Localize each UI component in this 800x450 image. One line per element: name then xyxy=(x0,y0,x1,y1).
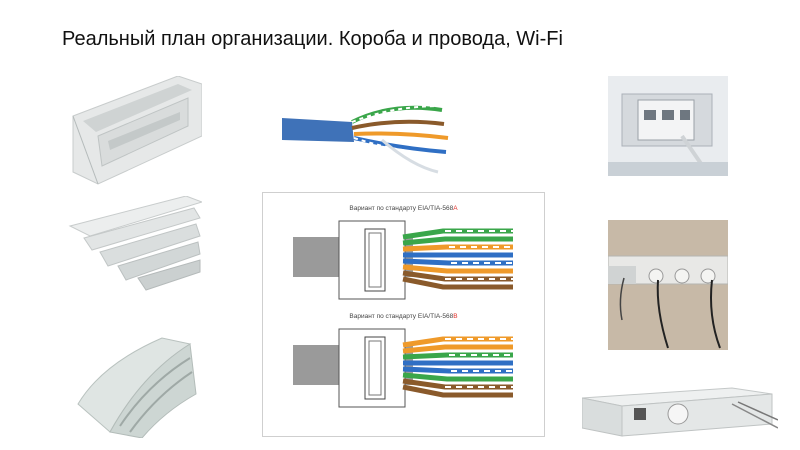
rj45-wiring-diagram: Вариант по стандарту EIA/TIA-568A Вариан… xyxy=(262,192,545,437)
standard-b-label: Вариант по стандарту EIA/TIA-568B xyxy=(349,313,458,320)
twisted-pair-cable-image xyxy=(282,92,450,178)
cable-duct-socket-module-image xyxy=(582,384,778,440)
network-socket-image xyxy=(608,76,728,176)
cable-ducts-stack-image xyxy=(66,196,202,292)
standard-a-label: Вариант по стандарту EIA/TIA-568A xyxy=(349,205,458,212)
wiring-variant-b xyxy=(293,328,513,408)
wiring-variant-a xyxy=(293,220,513,300)
slide-title: Реальный план организации. Короба и пров… xyxy=(62,28,563,50)
cable-duct-open-image xyxy=(68,76,202,192)
wall-outlets-image xyxy=(608,220,728,350)
floor-cable-channel-image xyxy=(72,334,202,438)
